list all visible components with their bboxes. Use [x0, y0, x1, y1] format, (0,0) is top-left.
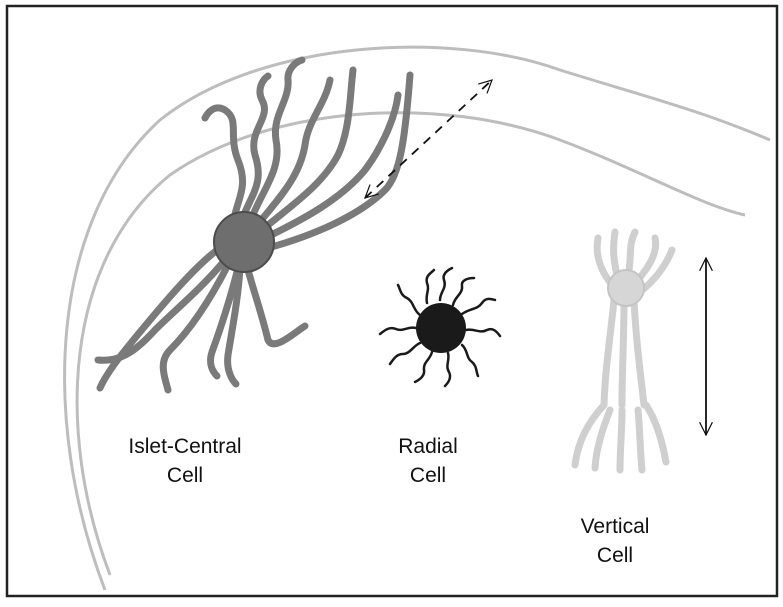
radial-soma	[416, 303, 466, 353]
islet-soma	[214, 212, 274, 272]
islet-central-cell-label: Islet-Central Cell	[95, 432, 275, 490]
vertical-cell-label: Vertical Cell	[555, 512, 675, 570]
islet-central-cell	[98, 60, 410, 390]
diagram-frame	[7, 6, 777, 596]
vertical-soma	[608, 270, 644, 306]
radial-cell	[380, 268, 500, 386]
radial-cell-label: Radial Cell	[368, 432, 488, 490]
vertical-cell	[575, 232, 672, 470]
